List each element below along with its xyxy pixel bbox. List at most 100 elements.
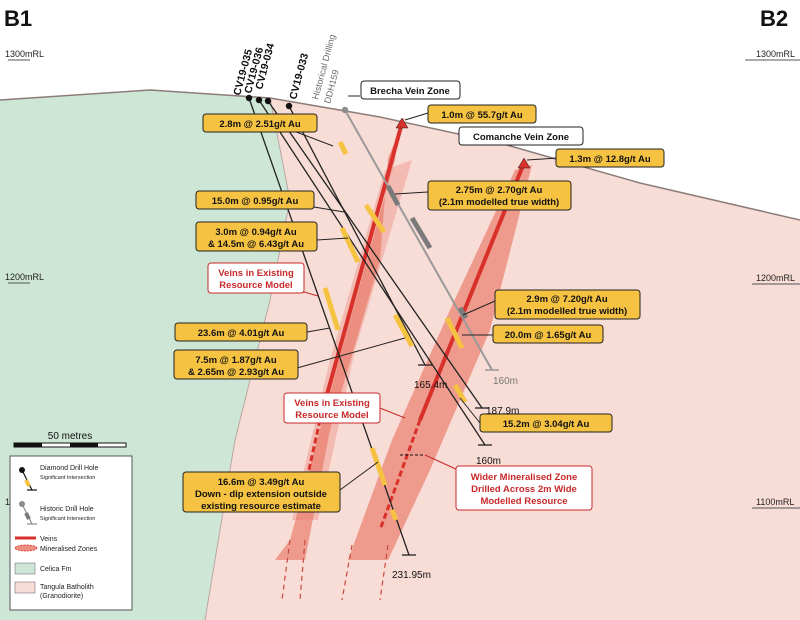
intercept-11: 15.2m @ 3.04g/t Au bbox=[503, 419, 590, 430]
scale-bar-seg-2 bbox=[70, 443, 98, 447]
scale-bar: 50 metres bbox=[13, 431, 127, 448]
intersection-segment bbox=[322, 287, 341, 331]
legend-mineralised-icon bbox=[14, 544, 38, 552]
wider-zone-note-a: Wider Mineralised Zone bbox=[471, 472, 578, 483]
legend-diamond-sub: Significant Intersection bbox=[40, 475, 95, 481]
legend-veins-label: Veins bbox=[40, 536, 58, 543]
depth-label-d5: 231.95m bbox=[392, 570, 431, 581]
intercept-2: 1.0m @ 55.7g/t Au bbox=[441, 110, 522, 121]
intercept-box-8 bbox=[492, 324, 604, 344]
brecha-zone-label: Brecha Vein Zone bbox=[370, 86, 450, 97]
scale-bar-label: 50 metres bbox=[48, 431, 92, 442]
veins-existing-note-1b: Resource Model bbox=[219, 280, 292, 291]
intercept-5: 15.0m @ 0.95g/t Au bbox=[212, 196, 299, 207]
intercept-box-10 bbox=[173, 349, 299, 380]
legend-tangula-swatch bbox=[14, 581, 36, 594]
brecha-zone-label-box bbox=[360, 80, 461, 100]
intercept-7b: (2.1m modelled true width) bbox=[507, 306, 627, 317]
intercept-callouts: 2.8m @ 2.51g/t Au 1.0m @ 55.7g/t Au 1.3m… bbox=[173, 104, 665, 513]
intersection-segment bbox=[369, 447, 388, 486]
brecha-zone-shading bbox=[292, 160, 412, 520]
rl-label-1100-left-partial: 1 bbox=[5, 497, 10, 507]
intercept-box-6 bbox=[195, 221, 318, 252]
collar-cv19-035 bbox=[245, 94, 253, 102]
intercept-4a: 2.75m @ 2.70g/t Au bbox=[456, 185, 543, 196]
drill-hole-cv19-034[interactable] bbox=[267, 100, 483, 409]
depth-label-d4: 160m bbox=[476, 456, 501, 467]
comanche-zone-dashed-right bbox=[379, 544, 389, 601]
brecha-zone-dashed-right bbox=[299, 539, 306, 601]
intercept-3: 1.3m @ 12.8g/t Au bbox=[569, 154, 650, 165]
intercept-box-7 bbox=[494, 289, 641, 320]
intercept-10a: 7.5m @ 1.87g/t Au bbox=[195, 355, 276, 366]
comanche-zone-dashed-left bbox=[341, 544, 353, 601]
intercept-12c: existing resource estimate bbox=[201, 501, 321, 512]
intercept-box-9 bbox=[174, 322, 308, 342]
intercept-8: 20.0m @ 1.65g/t Au bbox=[505, 330, 592, 341]
intersection-segment bbox=[363, 203, 387, 234]
historic-intersection-segment bbox=[457, 306, 469, 320]
intercept-box-2 bbox=[427, 104, 537, 124]
historic-intersection-segment bbox=[409, 216, 433, 250]
intercept-4b: (2.1m modelled true width) bbox=[439, 197, 559, 208]
collar-cv19-036 bbox=[255, 96, 263, 104]
intersection-segment bbox=[444, 316, 465, 350]
intercept-6b: & 14.5m @ 6.43g/t Au bbox=[208, 239, 304, 250]
comanche-mineralised-zone bbox=[348, 165, 532, 560]
veins-existing-note-2a: Veins in Existing bbox=[294, 398, 370, 409]
intercept-box-3 bbox=[555, 148, 665, 168]
legend-mineralised-label: Mineralised Zones bbox=[40, 546, 98, 553]
depth-label-d1: 165.4m bbox=[414, 380, 447, 391]
section-label-b2: B2 bbox=[760, 6, 788, 31]
collar-ddh159 bbox=[341, 106, 349, 114]
section-label-b1: B1 bbox=[4, 6, 32, 31]
rl-label-1300-right: 1300mRL bbox=[756, 49, 795, 59]
veins-existing-note-1-box bbox=[207, 262, 305, 294]
wider-zone-note-c: Modelled Resource bbox=[480, 496, 567, 507]
comanche-zone-label-box bbox=[458, 126, 584, 146]
intercept-box-12 bbox=[182, 471, 341, 513]
intercept-7a: 2.9m @ 7.20g/t Au bbox=[526, 294, 607, 305]
collar-cv19-034 bbox=[264, 97, 272, 105]
intersection-segment bbox=[452, 383, 468, 404]
comanche-zone-label: Comanche Vein Zone bbox=[473, 132, 569, 143]
topography-line bbox=[0, 89, 800, 221]
comanche-vein-dashed bbox=[378, 419, 422, 531]
intercept-10b: & 2.65m @ 2.93g/t Au bbox=[188, 367, 284, 378]
legend-celica-swatch bbox=[14, 562, 36, 575]
veins-existing-note-2b: Resource Model bbox=[295, 410, 368, 421]
legend-historic-sub: Significant Intersection bbox=[40, 516, 95, 522]
drill-hole-cv19-036[interactable] bbox=[258, 99, 486, 446]
historical-drill-hole-ddh159[interactable] bbox=[344, 109, 493, 371]
wider-zone-note-box bbox=[455, 465, 593, 511]
intercept-box-1 bbox=[202, 113, 318, 133]
significant-intersections bbox=[322, 140, 469, 521]
rl-label-1100-right: 1100mRL bbox=[756, 497, 794, 507]
comanche-outcrop-marker bbox=[517, 157, 531, 169]
rl-label-1200-right: 1200mRL bbox=[756, 273, 795, 283]
veins-existing-note-2-box bbox=[283, 392, 381, 424]
collar-cv19-033 bbox=[285, 102, 293, 110]
intercept-9: 23.6m @ 4.01g/t Au bbox=[198, 328, 285, 339]
intersection-segment bbox=[392, 313, 415, 348]
depth-label-d3: 187.9m bbox=[486, 406, 519, 417]
veins-existing-note-1a: Veins in Existing bbox=[218, 268, 294, 279]
intercept-box-5 bbox=[195, 190, 315, 210]
legend-tangula-label: Tangula Batholith bbox=[40, 584, 94, 591]
legend-historic-label: Historic Drill Hole bbox=[40, 506, 94, 513]
depth-label-d2: 160m bbox=[493, 376, 518, 387]
intercept-box-11 bbox=[479, 413, 613, 433]
intercept-6a: 3.0m @ 0.94g/t Au bbox=[215, 227, 296, 238]
scale-bar-seg-1 bbox=[14, 443, 42, 447]
intercept-12b: Down - dip extension outside bbox=[195, 489, 327, 500]
intersection-segment bbox=[389, 509, 399, 521]
intersection-segment bbox=[337, 140, 349, 156]
intercept-1: 2.8m @ 2.51g/t Au bbox=[219, 119, 300, 130]
historic-intersection-segment bbox=[385, 184, 401, 207]
legend-tangula-sub: (Granodiorite) bbox=[40, 593, 83, 600]
drill-hole-cv19-033[interactable] bbox=[288, 105, 426, 366]
rl-label-1300-left: 1300mRL bbox=[5, 49, 44, 59]
brecha-zone-dashed-left bbox=[281, 539, 291, 601]
